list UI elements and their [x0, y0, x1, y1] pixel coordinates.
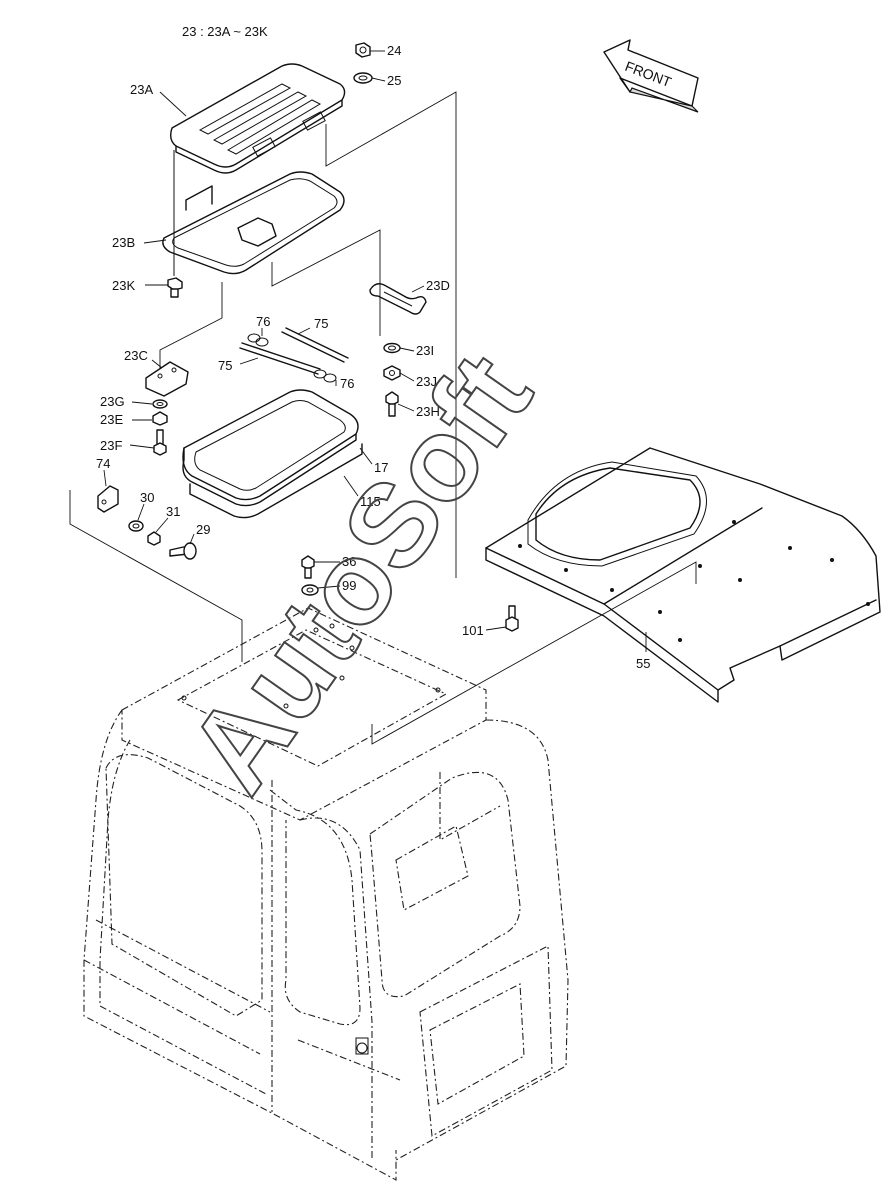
- label-29: 29: [196, 522, 210, 537]
- label-76-upper: 76: [256, 314, 270, 329]
- seal-17: [182, 389, 359, 507]
- label-76-lower: 76: [340, 376, 354, 391]
- hatch-cover-23A: [169, 63, 346, 174]
- label-115: 115: [360, 494, 381, 509]
- rod-75-lower: [239, 342, 321, 375]
- washer-30: [128, 520, 144, 532]
- gasket-115: [189, 443, 363, 519]
- label-24: 24: [387, 43, 401, 58]
- assembly-header: 23 : 23A ~ 23K: [182, 24, 268, 39]
- bolt-36: [301, 555, 315, 579]
- label-23G: 23G: [100, 394, 125, 409]
- ring-76-lower: [313, 369, 327, 379]
- label-23E: 23E: [100, 412, 123, 427]
- label-30: 30: [140, 490, 154, 505]
- cab-frame: [83, 607, 569, 1181]
- bolt-23H: [385, 391, 399, 417]
- nut-31: [147, 531, 161, 546]
- washer-99: [301, 584, 319, 596]
- bolt-101: [505, 605, 519, 632]
- bolt-23F: [153, 429, 167, 456]
- label-55: 55: [636, 656, 650, 671]
- roof-panel-55: [485, 447, 881, 703]
- rod-75-upper: [281, 327, 349, 363]
- ring-76-upper: [247, 333, 261, 343]
- label-74: 74: [96, 456, 110, 471]
- bracket-23C: [145, 361, 189, 397]
- label-75-lower: 75: [218, 358, 232, 373]
- label-23A: 23A: [130, 82, 153, 97]
- latch-74: [97, 485, 119, 513]
- label-75-upper: 75: [314, 316, 328, 331]
- label-23F: 23F: [100, 438, 122, 453]
- label-99: 99: [342, 578, 356, 593]
- nut-24: [355, 42, 371, 58]
- label-23J: 23J: [416, 374, 437, 389]
- nut-23J: [383, 365, 401, 381]
- label-23K: 23K: [112, 278, 135, 293]
- front-arrow-icon: FRONT: [603, 39, 699, 113]
- label-23C: 23C: [124, 348, 148, 363]
- label-31: 31: [166, 504, 180, 519]
- label-23H: 23H: [416, 404, 440, 419]
- washer-25: [353, 72, 373, 84]
- handle-23D: [369, 283, 427, 315]
- nut-23E: [152, 411, 168, 426]
- bolt-29: [169, 542, 197, 560]
- label-23B: 23B: [112, 235, 135, 250]
- watermark-text: AutoSoft: [163, 331, 557, 815]
- label-36: 36: [342, 554, 356, 569]
- reference-lines: [69, 91, 697, 745]
- label-23D: 23D: [426, 278, 450, 293]
- washer-23I: [383, 342, 401, 354]
- washer-23G: [152, 399, 168, 409]
- hatch-frame-23B: [162, 171, 345, 275]
- label-17: 17: [374, 460, 388, 475]
- label-25: 25: [387, 73, 401, 88]
- label-23I: 23I: [416, 343, 434, 358]
- bolt-23K: [167, 277, 183, 298]
- label-101: 101: [462, 623, 484, 638]
